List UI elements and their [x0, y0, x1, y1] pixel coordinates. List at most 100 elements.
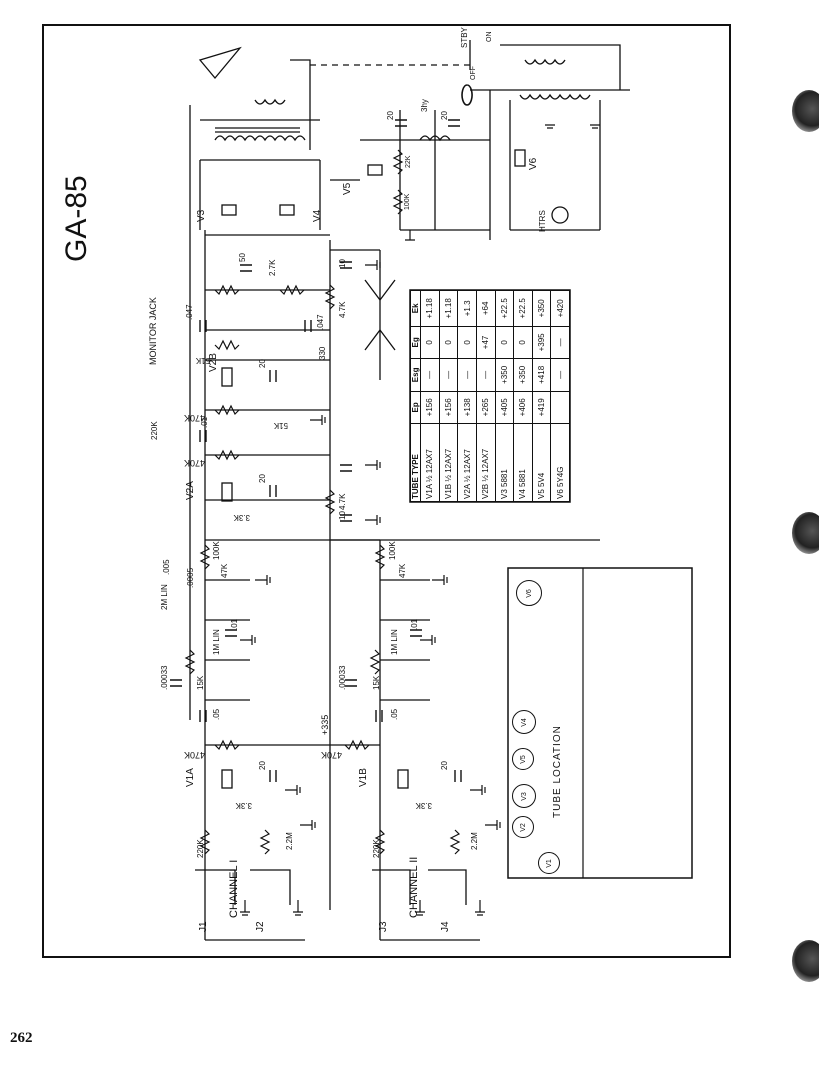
tube-chart-cell: V1B ½ 12AX7 — [439, 423, 458, 502]
binder-hole-top — [792, 90, 819, 132]
label-c-10-1: 10 — [338, 259, 347, 268]
label-r3-3k-2: 3.3K — [415, 801, 432, 810]
label-c-01-1: .01 — [230, 618, 239, 630]
tube-v5-label: V5 — [519, 754, 527, 764]
tube-chart-cell: +418 — [532, 358, 551, 392]
label-j1: J1 — [198, 921, 209, 932]
tube-chart-cell: V1A ½ 12AX7 — [420, 423, 440, 502]
label-c-05-1: .05 — [212, 708, 221, 720]
tube-v2b-icon — [221, 367, 233, 387]
tube-chart-cell: +350 — [532, 290, 551, 327]
tube-v4-icon — [279, 204, 295, 216]
label-c-005: .005 — [162, 559, 171, 575]
label-r220k-2: 220K — [372, 839, 381, 858]
tube-chart-cell: V2A ½ 12AX7 — [457, 423, 477, 502]
tube-chart-header: Ek — [410, 290, 421, 327]
tube-v4-circle: V4 — [512, 710, 536, 734]
tube-v2a-icon — [221, 482, 233, 502]
tube-v2-circle: V2 — [512, 816, 534, 838]
label-r470k-2: 470K — [320, 750, 342, 760]
tube-chart-grid: TUBE TYPE Ep Esg Eg Ek V1A ½ 12AX7+156—0… — [410, 290, 570, 502]
label-r100k-1: 100K — [212, 541, 221, 560]
label-b335: +335 — [320, 714, 330, 735]
label-r470k-3: 470K — [183, 458, 205, 468]
tube-chart-cell: 0 — [495, 326, 514, 359]
label-v4: V4 — [312, 209, 323, 222]
label-r2-2m-2: 2.2M — [470, 832, 479, 850]
label-v1b: V1B — [358, 768, 369, 787]
tube-chart-row: V6 5Y4G——+420 — [550, 290, 570, 502]
tube-chart — [409, 289, 571, 503]
tube-location-panel — [507, 567, 693, 879]
tube-chart-cell: — — [420, 358, 440, 392]
fuse-icon — [461, 84, 473, 106]
label-choke: 3hy — [420, 99, 429, 112]
tube-v3-label: V3 — [520, 791, 528, 801]
tube-v6-icon — [514, 149, 526, 167]
tube-chart-cell: — — [457, 358, 477, 392]
tube-chart-text: TUBE TYPE Ep Esg Eg Ek V1A ½ 12AX7+156—0… — [410, 290, 570, 502]
tube-chart-cell: +350 — [513, 358, 533, 392]
tube-chart-cell: +156 — [420, 391, 440, 424]
tube-chart-cell: V3 5881 — [495, 423, 514, 502]
label-v1a: V1A — [185, 768, 196, 787]
tube-v6-label: V6 — [525, 588, 533, 598]
tube-chart-header: Eg — [410, 326, 421, 359]
page-frame — [42, 24, 731, 958]
label-c-20-2: 20 — [440, 761, 449, 770]
binder-hole-bottom — [792, 940, 819, 982]
tube-chart-cell: +156 — [439, 391, 458, 424]
tube-chart-cell: +1.18 — [439, 290, 458, 327]
label-v6: V6 — [528, 157, 539, 170]
label-c-20-3: 20 — [258, 474, 267, 483]
speaker-icon — [198, 46, 242, 80]
capacitors — [170, 119, 462, 782]
resistors — [184, 149, 461, 855]
tube-chart-header: Ep — [410, 391, 421, 424]
label-c-10-2: 10 — [338, 511, 347, 520]
label-pot-47k-1: 47K — [220, 563, 229, 578]
label-r51k-2: 51K — [273, 421, 288, 430]
label-r2-2m-1: 2.2M — [285, 832, 294, 850]
label-r4-7k-1: 4.7K — [338, 301, 347, 318]
tube-chart-cell: — — [476, 358, 495, 392]
label-j3: J3 — [378, 921, 389, 932]
tube-v1-circle: V1 — [538, 852, 560, 874]
label-monitor-jack: MONITOR JACK — [148, 297, 158, 365]
tube-chart-cell: V5 5V4 — [532, 423, 551, 502]
tube-chart-cell: +1.3 — [457, 290, 477, 327]
ground-symbols — [240, 124, 600, 916]
tube-chart-cell: +420 — [550, 290, 570, 327]
transformer-coils — [214, 58, 591, 142]
label-pot-47k-2: 47K — [398, 563, 407, 578]
tube-chart-row: V1B ½ 12AX7+156—0+1.18 — [439, 290, 458, 502]
tube-chart-cell: — — [550, 358, 570, 392]
tube-chart-header: Esg — [410, 358, 421, 392]
label-c-00033-2: .00033 — [338, 665, 347, 690]
tube-chart-cell: 0 — [513, 326, 533, 359]
label-v3: V3 — [196, 209, 207, 222]
tube-chart-row: V1A ½ 12AX7+156—0+1.18 — [420, 290, 440, 502]
tube-chart-cell — [550, 391, 570, 424]
label-off: OFF — [470, 66, 477, 80]
label-hyr: HTRS — [538, 210, 547, 232]
tube-location-label: TUBE LOCATION — [552, 725, 563, 818]
tube-chart-cell: V4 5881 — [513, 423, 533, 502]
tube-chart-cell: +47 — [476, 326, 495, 359]
label-r51k-1: 51K — [195, 356, 210, 365]
tube-chart-table: TUBE TYPE Ep Esg Eg Ek V1A ½ 12AX7+156—0… — [410, 290, 570, 502]
label-r15k-1: 15K — [196, 675, 205, 690]
tube-v3-icon — [221, 204, 237, 216]
tube-v6-circle: V6 — [516, 580, 542, 606]
label-c-01-2: .01 — [410, 618, 419, 630]
label-r3-3k-3: 3.3K — [233, 513, 250, 522]
label-r330: 330 — [318, 346, 327, 360]
label-on: ON — [486, 31, 493, 43]
tube-chart-cell: — — [439, 358, 458, 392]
tube-chart-cell: +22.5 — [495, 290, 514, 327]
tube-chart-cell: V2B ½ 12AX7 — [476, 423, 495, 502]
tube-chart-header-row: TUBE TYPE Ep Esg Eg Ek — [410, 290, 421, 502]
